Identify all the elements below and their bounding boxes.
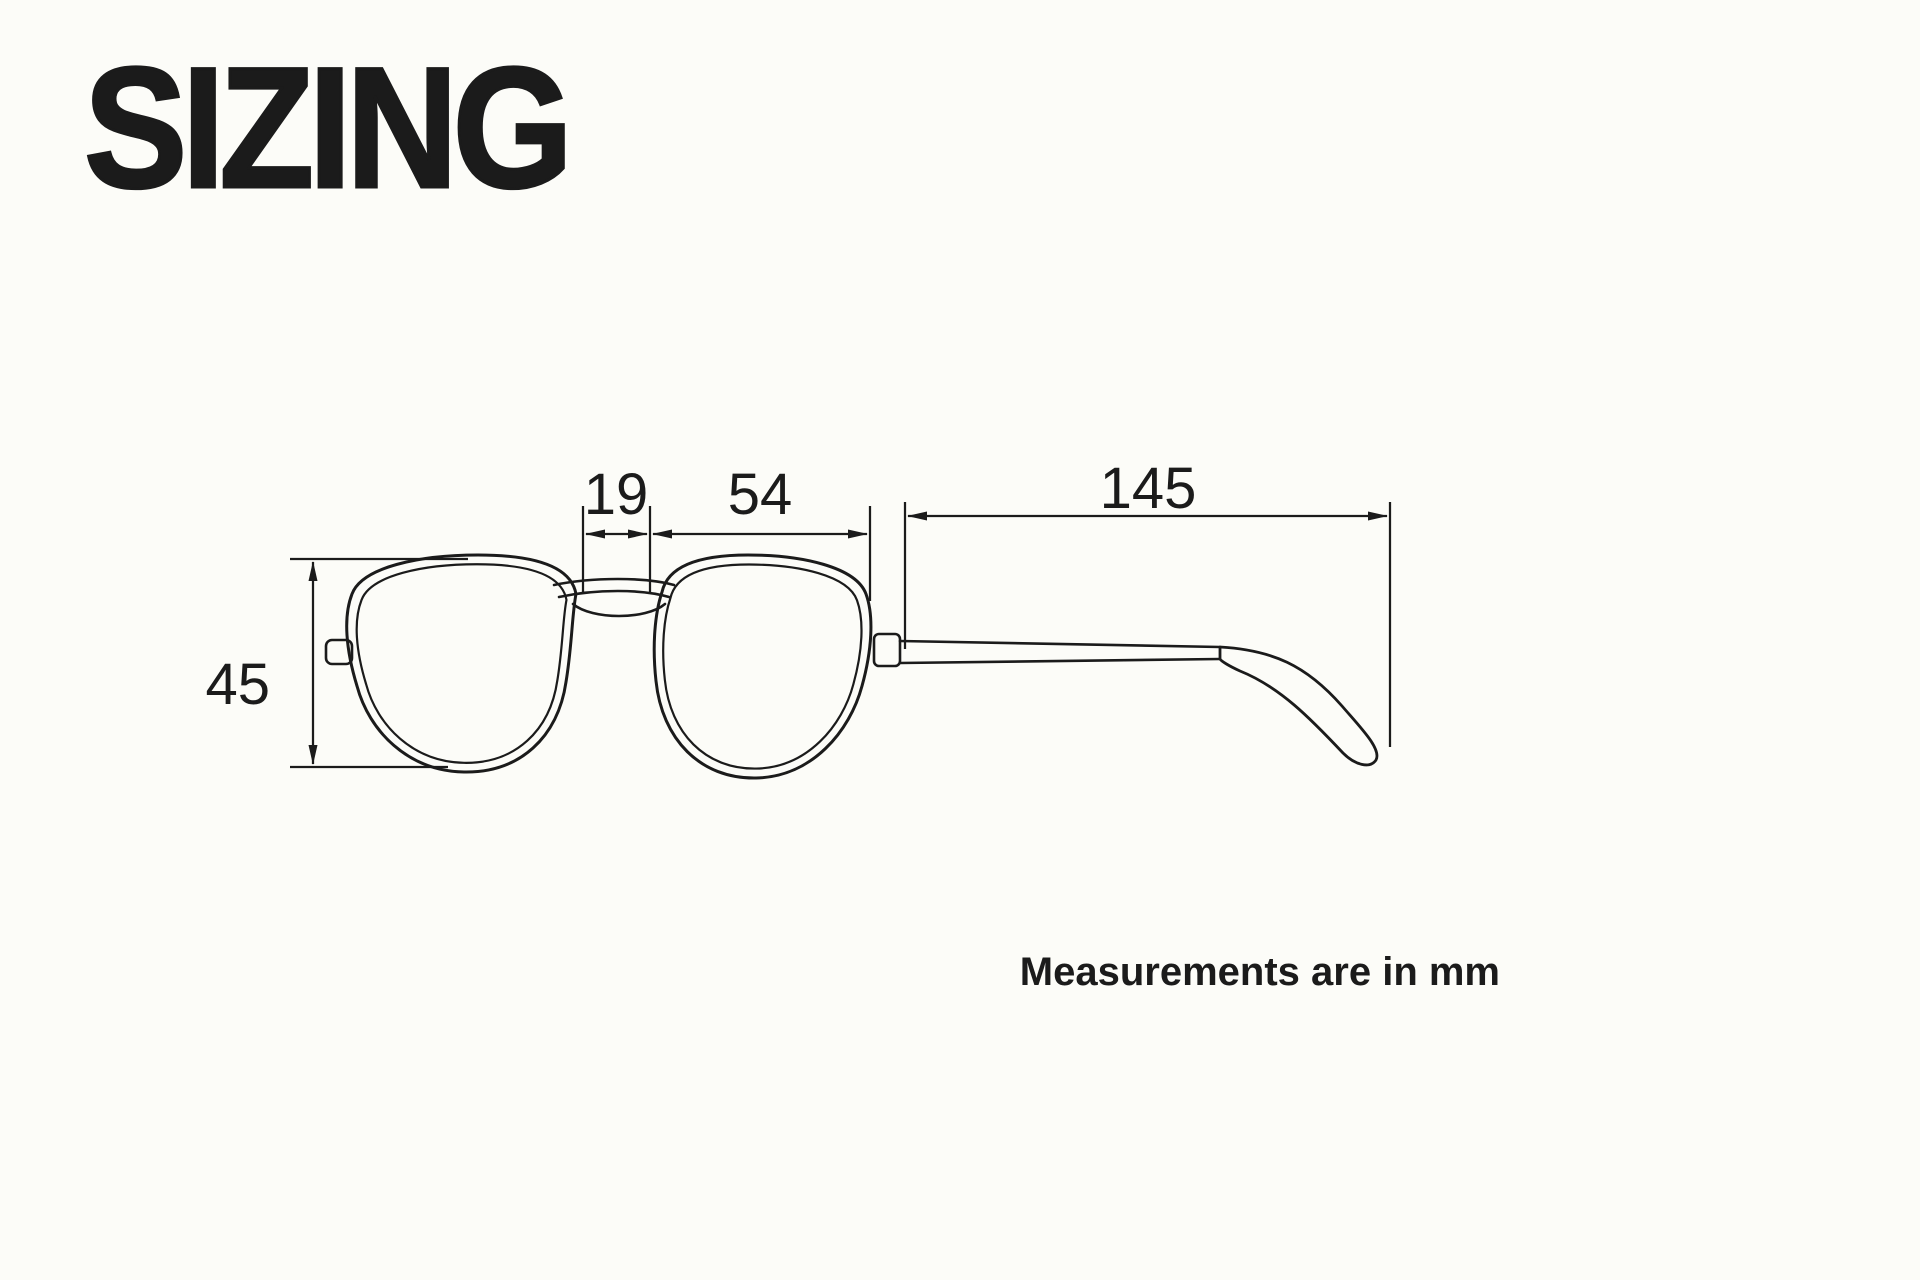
left-hinge [324, 638, 354, 666]
left-lens-inner [355, 563, 568, 764]
brow-bar-bottom [557, 589, 671, 599]
nose-bridge-arch [571, 602, 667, 618]
brow-bar-top [552, 577, 676, 587]
dimension-lines [290, 502, 1392, 769]
temple-length-label: 145 [1099, 456, 1197, 521]
frame-outline [324, 553, 1379, 780]
lens-height-label: 45 [205, 652, 270, 717]
temple-ear-tip [1218, 645, 1379, 767]
temple-arm-top-edge [898, 639, 1222, 649]
right-lens-outer [652, 553, 873, 780]
left-lens-outer [345, 553, 578, 774]
page-title: SIZING [83, 32, 575, 224]
bridge-width-label: 19 [583, 462, 649, 527]
right-hinge [872, 632, 902, 668]
right-lens-inner [662, 563, 863, 770]
units-note: Measurements are in mm [1019, 950, 1500, 994]
lens-width-label: 54 [727, 462, 793, 527]
temple-arm-bottom-edge [898, 657, 1222, 665]
